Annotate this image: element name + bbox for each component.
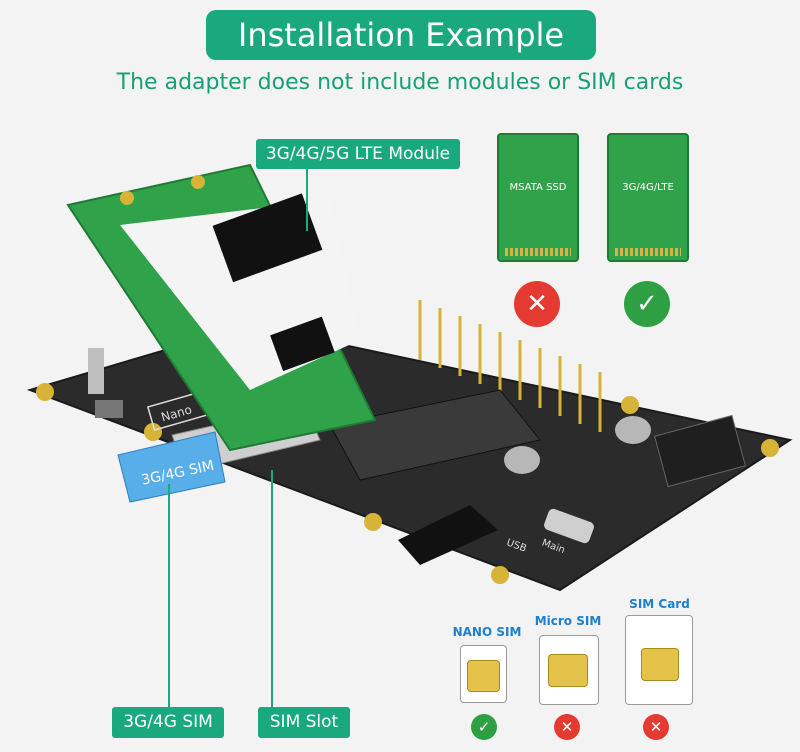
adapter-board-illustration: Nano 3G/4G SIM USB Main bbox=[26, 163, 793, 592]
capacitor bbox=[504, 446, 540, 474]
mount-hole bbox=[36, 383, 54, 401]
lte-module-leader bbox=[306, 169, 308, 231]
nano-sim-check-icon: ✓ bbox=[471, 714, 497, 740]
nano-sim-label: NANO SIM bbox=[452, 625, 522, 639]
sim-chip bbox=[641, 648, 679, 681]
mount-hole bbox=[144, 423, 162, 441]
micro-sim-label: Micro SIM bbox=[534, 614, 602, 628]
mount-hole bbox=[621, 396, 639, 414]
antenna-connector bbox=[120, 191, 134, 205]
sim-card-insert bbox=[117, 431, 226, 503]
mount-hole bbox=[761, 439, 779, 457]
sim-chip bbox=[548, 654, 588, 687]
button-post bbox=[88, 348, 104, 394]
sim-slot-leader bbox=[271, 470, 273, 707]
card-pins bbox=[615, 248, 681, 256]
sim-chip bbox=[467, 660, 500, 692]
qr-code bbox=[212, 193, 323, 283]
antenna-connector bbox=[191, 175, 205, 189]
sim-card-label: SIM Card bbox=[629, 597, 690, 611]
capacitor bbox=[615, 416, 651, 444]
lte-module-callout: 3G/4G/5G LTE Module bbox=[256, 139, 460, 169]
lte-card-label: 3G/4G/LTE bbox=[622, 182, 674, 193]
micro-sim-card bbox=[539, 635, 599, 705]
audio-jack bbox=[398, 505, 498, 565]
card-pins bbox=[505, 248, 571, 256]
sim-slot-callout: SIM Slot bbox=[258, 707, 350, 738]
minipcie-slot bbox=[329, 389, 541, 481]
usb-port bbox=[544, 508, 594, 544]
push-button bbox=[95, 400, 123, 418]
sim-callout: 3G/4G SIM bbox=[112, 707, 224, 738]
lte-card-check-icon: ✓ bbox=[624, 281, 670, 327]
micro-sim-cross-icon: ✕ bbox=[554, 714, 580, 740]
page-title: Installation Example bbox=[237, 16, 565, 54]
msata-ssd-cross-icon: ✕ bbox=[514, 281, 560, 327]
connector-block bbox=[654, 414, 746, 488]
lte-card: 3G/4G/LTE bbox=[607, 133, 689, 262]
sim-card-cross-icon: ✕ bbox=[643, 714, 669, 740]
mount-hole bbox=[491, 566, 509, 584]
nano-sim-card bbox=[460, 645, 507, 703]
standard-sim-card bbox=[625, 615, 693, 705]
subtitle: The adapter does not include modules or … bbox=[116, 70, 684, 95]
qr-code bbox=[270, 316, 335, 372]
title-banner: Installation Example bbox=[206, 10, 596, 60]
header-pins bbox=[418, 300, 602, 432]
msata-ssd-card: MSATA SSD bbox=[497, 133, 579, 262]
sim-leader bbox=[168, 484, 170, 707]
mount-hole bbox=[364, 513, 382, 531]
msata-ssd-label: MSATA SSD bbox=[509, 182, 567, 193]
